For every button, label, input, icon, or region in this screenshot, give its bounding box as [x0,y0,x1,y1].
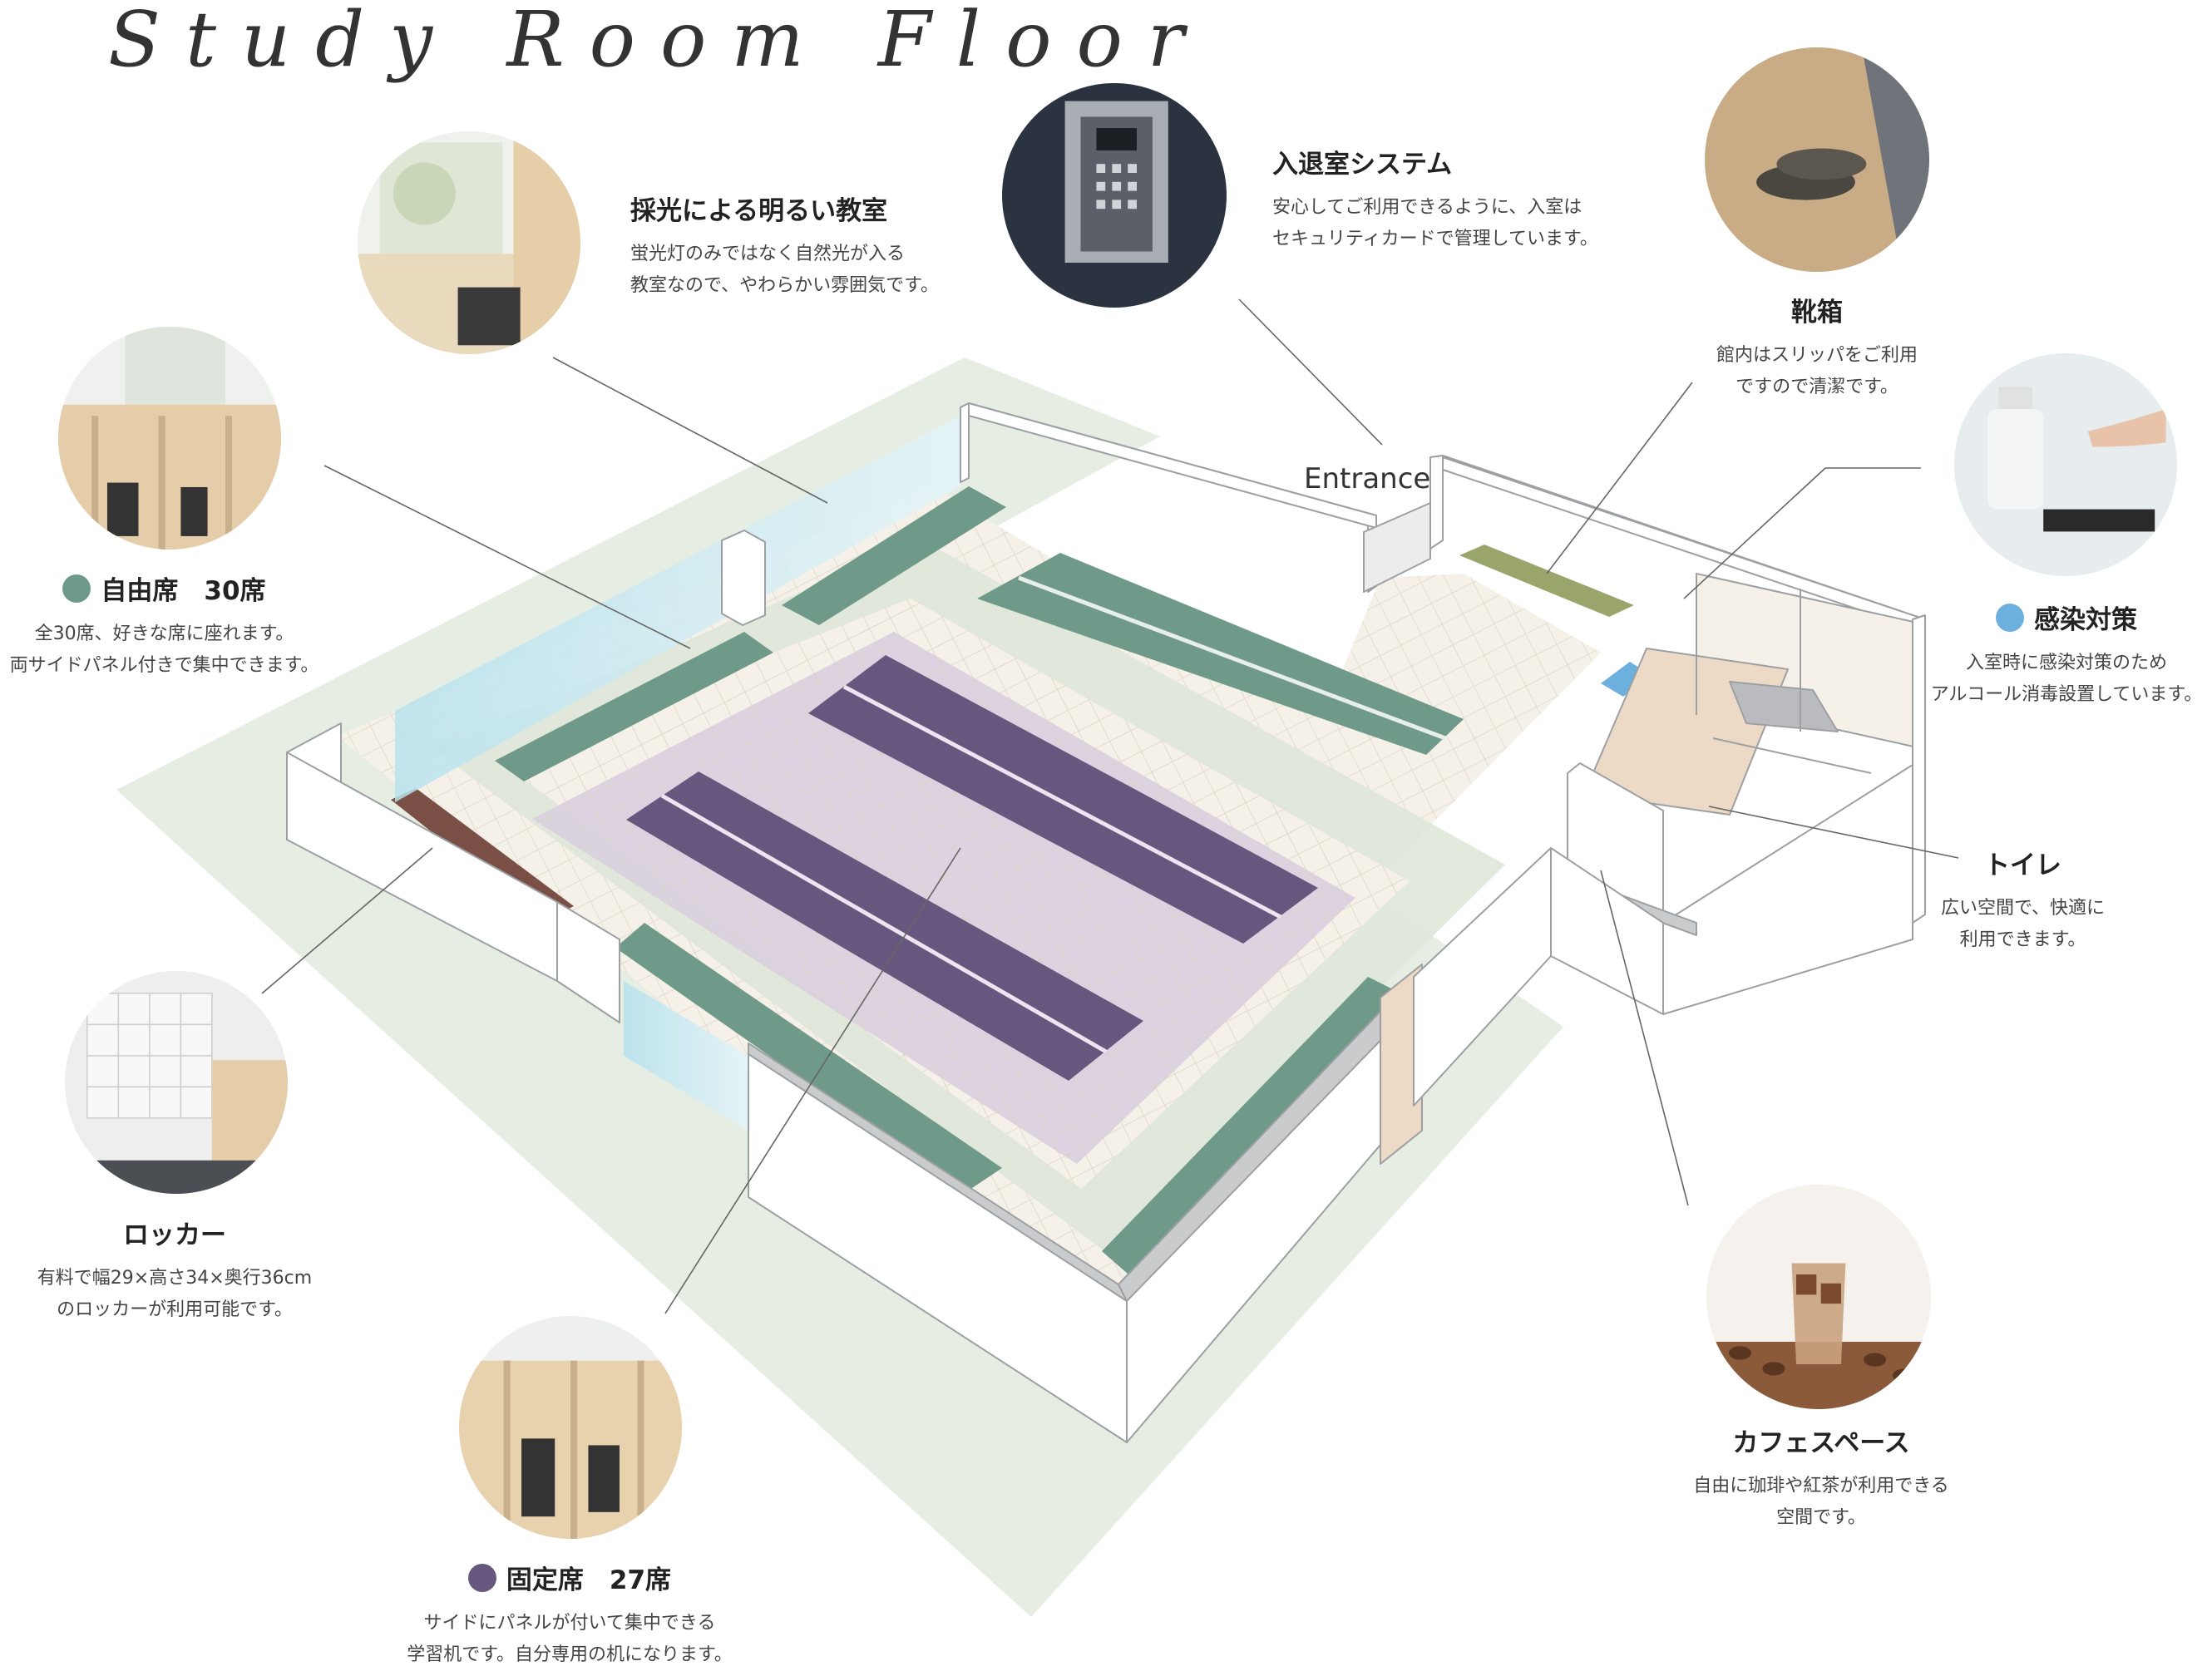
fixed-seats-caption: 固定席 27席 サイドにパネルが付いて集中できる学習机です。自分専用の机になりま… [374,1559,765,1671]
daylight-desc-line2: 教室なので、やわらかい雰囲気です。 [630,275,939,296]
walls [286,402,1926,1443]
infection-legend-dot [1996,603,2024,632]
toilet-desc-line1: 広い空間で、快適に [1940,898,2106,919]
entry-system-desc-line2: セキュリティカードで管理しています。 [1272,229,1598,249]
sanitizer-dispenser-photo [1954,353,2177,576]
free-seat-booths-photo [58,327,281,550]
entry-system-caption: 入退室システム 安心してご利用できるように、入室はセキュリティカードで管理してい… [1272,143,1598,255]
page-title: Study Room Floor [108,0,1209,84]
locker-desc-line1: 有料で幅29×高さ34×奥行36cm [37,1268,313,1289]
toilet-caption: トイレ 広い空間で、快適に利用できます。 [1900,844,2145,956]
entry-system-title: 入退室システム [1272,150,1453,180]
free-seat-legend-dot [62,574,91,603]
glass-wall [624,981,748,1131]
free-seats-caption: 自由席 30席 全30席、好きな席に座れます。両サイドパネル付きで集中できます。 [0,569,328,682]
window-classroom-photo [358,131,580,354]
toilet-desc-line2: 利用できます。 [1959,929,2086,950]
locker-title: ロッカー [123,1220,226,1250]
free-seat-row [782,486,1006,625]
free-seats-title: 自由席 30席 [101,576,266,606]
lockers-photo [65,971,288,1194]
free-seat-row [1102,977,1401,1280]
infection-desc-line2: アルコール消毒設置しています。 [1930,684,2203,705]
lilac-band-grid [532,632,1355,1164]
intercom-panel-photo [1002,83,1227,308]
daylight-title: 採光による明るい教室 [630,196,888,226]
fixed-seats-desc-line2: 学習机です。自分専用の机になります。 [407,1644,733,1665]
infection-title: 感染対策 [2034,605,2137,635]
shoe-box-desc-line2: ですので清潔です。 [1736,377,1898,397]
daylight-desc-line1: 蛍光灯のみではなく自然光が入る [630,244,906,264]
locker-caption: ロッカー 有料で幅29×高さ34×奥行36cm のロッカーが利用可能です。 [0,1214,349,1326]
shoe-box-title: 靴箱 [1791,298,1843,328]
shoe-box-caption: 靴箱 館内はスリッパをご利用ですので清潔です。 [1688,291,1946,403]
infection-desc-line1: 入室時に感染対策のため [1965,653,2167,673]
shoe-box-strip [1459,545,1634,617]
leader-lines [261,298,1959,1314]
free-seat-row [615,923,1002,1193]
fixed-seats-title: 固定席 27席 [506,1565,672,1595]
cafe-caption: カフェスペース 自由に珈琲や紅茶が利用できる空間です。 [1663,1422,1979,1534]
toilet-title: トイレ [1984,850,2061,880]
fixed-seats-desc-line1: サイドにパネルが付いて集中できる [423,1613,716,1634]
free-seats-desc-line2: 両サイドパネル付きで集中できます。 [9,655,319,676]
fixed-seat-legend-dot [467,1563,496,1592]
cafe-desc-line2: 空間です。 [1776,1507,1866,1528]
fixed-desk-booths-photo [459,1316,682,1539]
entry-system-desc-line1: 安心してご利用できるように、入室は [1272,197,1582,218]
iced-coffee-photo [1706,1185,1931,1409]
shoe-box-desc-line1: 館内はスリッパをご利用 [1716,345,1918,366]
cafe-title: カフェスペース [1732,1428,1910,1458]
cafe-desc-line1: 自由に珈琲や紅茶が利用できる [1693,1476,1949,1496]
free-seats-desc-line1: 全30席、好きな席に座れます。 [34,624,294,644]
slippers-photo [1705,47,1929,272]
free-seat-row [495,632,773,781]
glass-wall [395,416,960,802]
entrance-label: Entrance [1304,462,1431,495]
locker-desc-line2: のロッカーが利用可能です。 [57,1299,293,1320]
infection-caption: 感染対策 入室時に感染対策のためアルコール消毒設置しています。 [1921,599,2212,711]
daylight-caption: 採光による明るい教室 蛍光灯のみではなく自然光が入る教室なので、やわらかい雰囲気… [630,190,939,302]
